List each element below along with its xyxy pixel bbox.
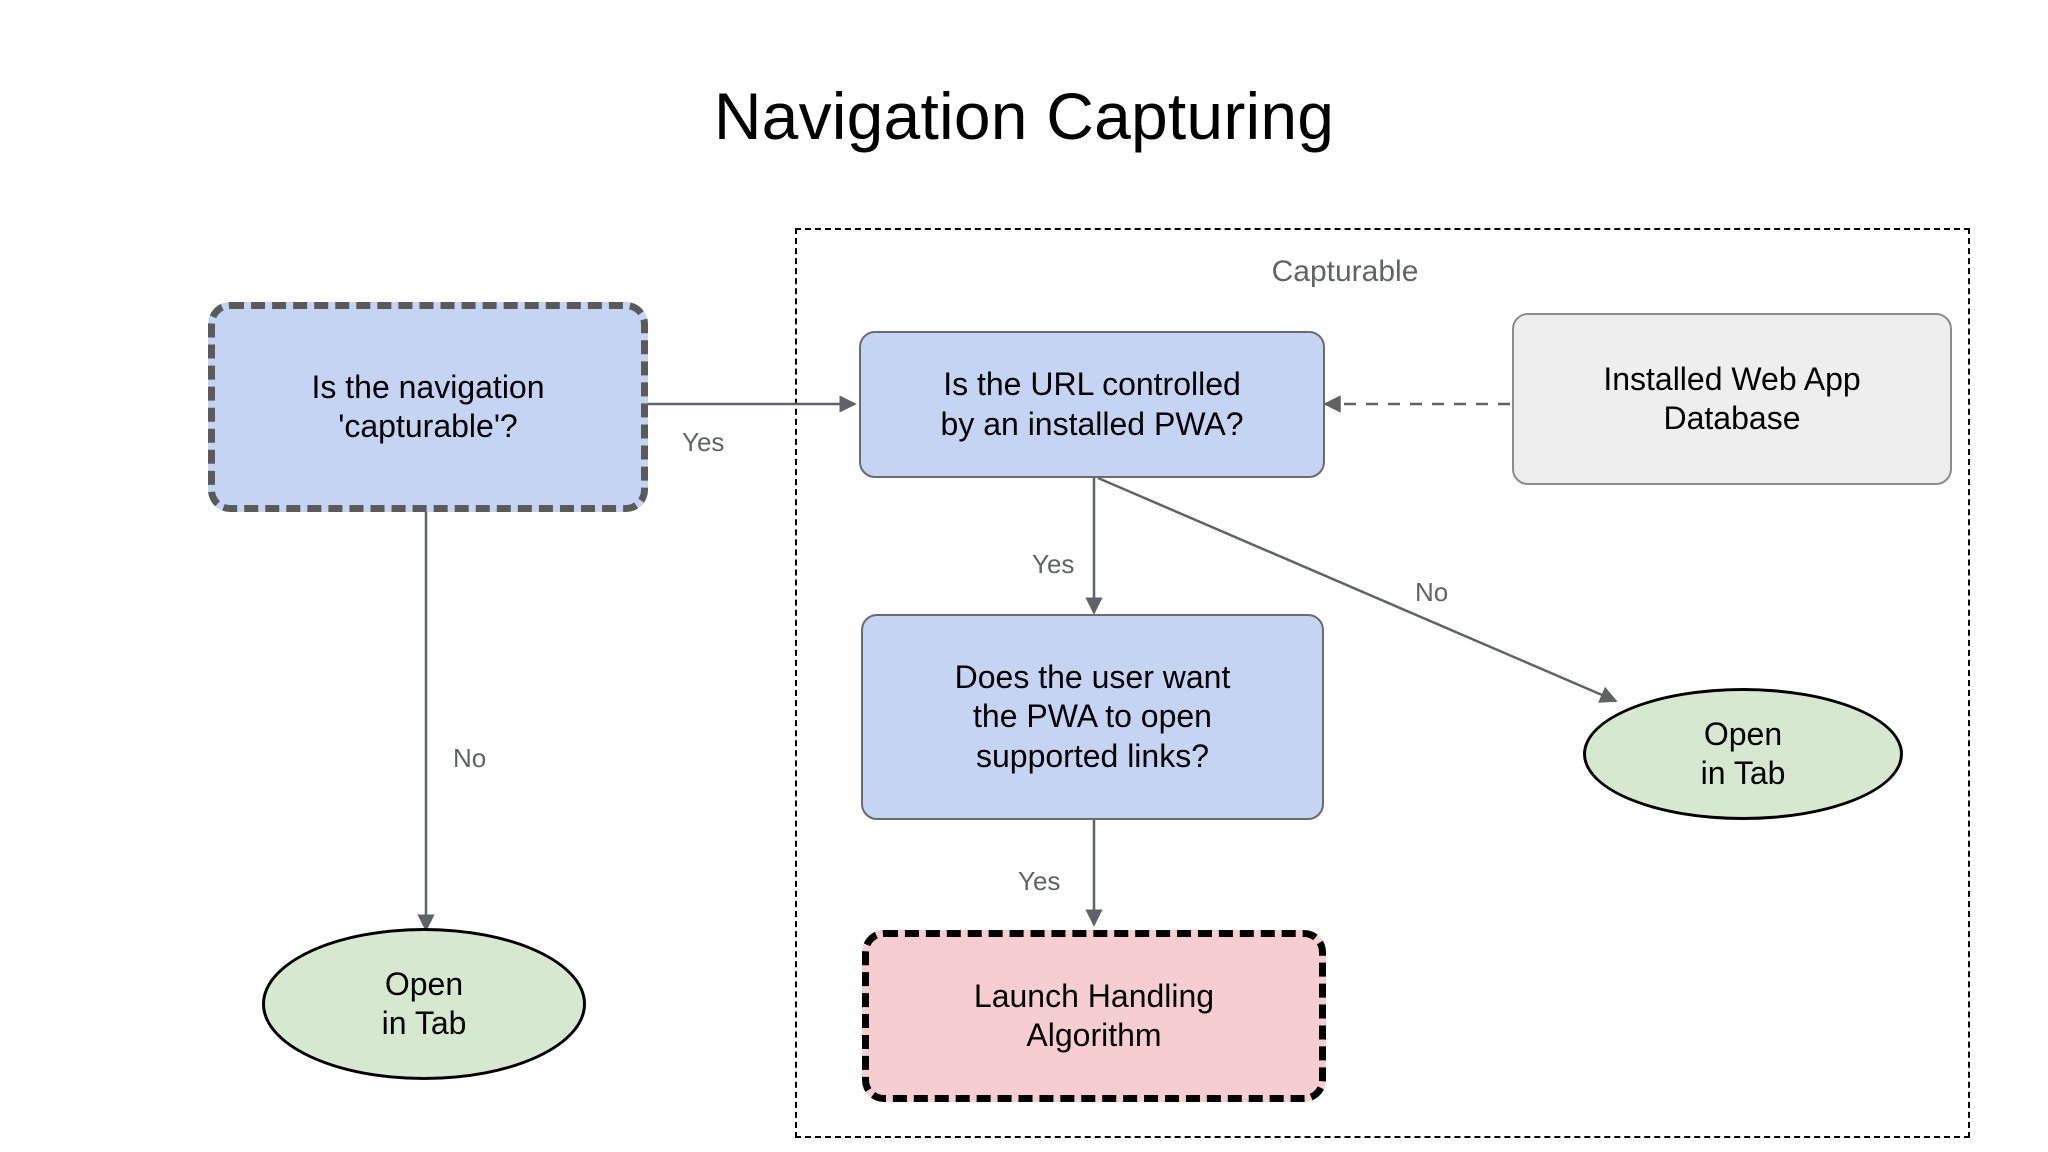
node-launch-handling-algorithm[interactable]: Launch Handling Algorithm <box>862 930 1326 1102</box>
node-installed-web-app-database[interactable]: Installed Web App Database <box>1512 313 1952 485</box>
page-title: Navigation Capturing <box>713 79 1335 153</box>
edge-label-url-yes: Yes <box>1032 549 1075 579</box>
node-open-in-tab-right[interactable]: Open in Tab <box>1583 688 1903 820</box>
node-is-url-controlled[interactable]: Is the URL controlled by an installed PW… <box>859 331 1325 478</box>
node-label: Installed Web App Database <box>1603 360 1861 436</box>
edge-label-capturable-no: No <box>453 743 487 773</box>
node-does-user-want[interactable]: Does the user want the PWA to open suppo… <box>861 614 1324 820</box>
node-label: Open in Tab <box>381 965 467 1041</box>
node-is-navigation-capturable[interactable]: Is the navigation 'capturable'? <box>208 302 648 512</box>
capturable-group-box <box>795 228 1970 1138</box>
edge-label-capturable-yes: Yes <box>682 427 725 457</box>
node-label: Open in Tab <box>1700 715 1786 791</box>
edge-label-user-want-yes: Yes <box>1018 866 1061 896</box>
node-open-in-tab-left[interactable]: Open in Tab <box>262 928 586 1080</box>
edge-label-url-no: No <box>1415 577 1449 607</box>
node-label: Does the user want the PWA to open suppo… <box>954 659 1231 774</box>
node-label: Is the navigation 'capturable'? <box>311 368 545 444</box>
node-label: Is the URL controlled by an installed PW… <box>940 366 1244 442</box>
node-label: Launch Handling Algorithm <box>973 977 1215 1053</box>
capturable-group-label: Capturable <box>1271 255 1419 288</box>
